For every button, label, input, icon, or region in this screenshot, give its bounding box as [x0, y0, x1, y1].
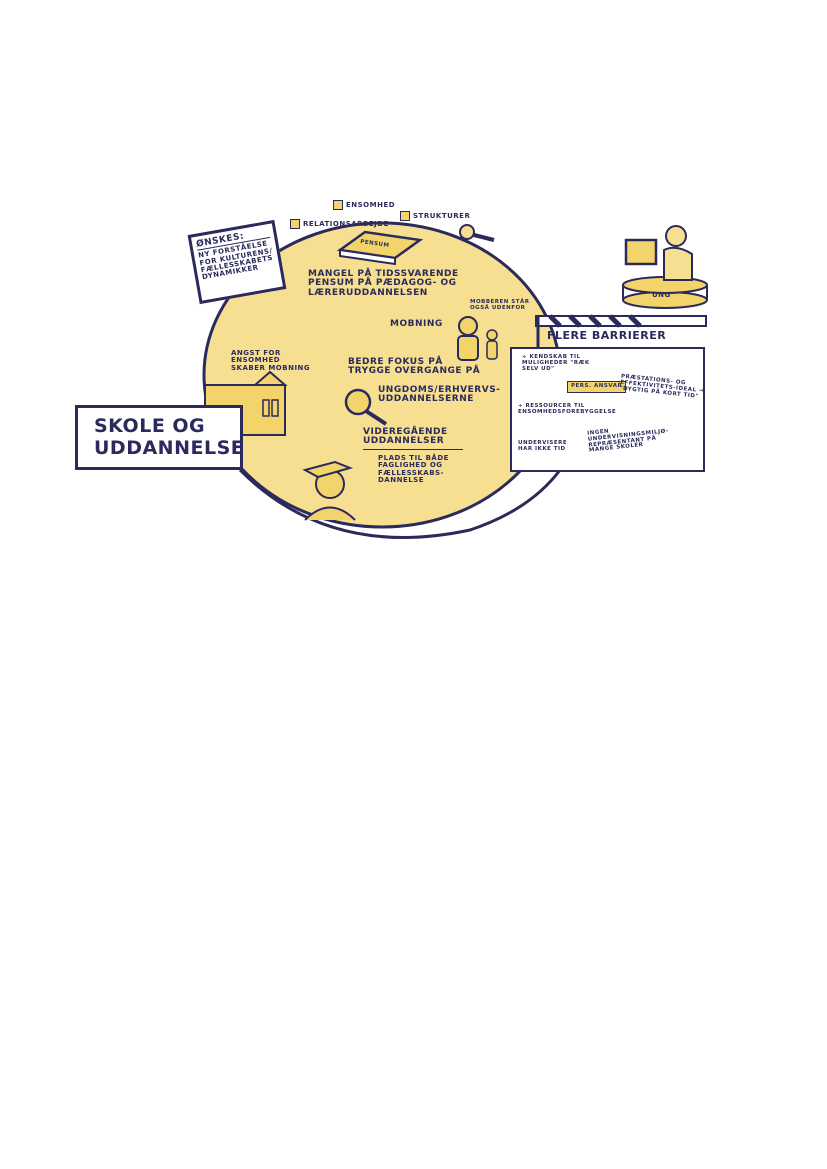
- kendskab-text: ÷ Kendskab til muligheder "ræk selv ud": [522, 354, 590, 372]
- circle-shadow-arc: [238, 468, 562, 539]
- magnifier-icon: [344, 388, 388, 426]
- ingen-text: Ingen undervisningsmiljø-repræsentant på…: [586, 428, 669, 454]
- ressourcer-text: ÷ Ressourcer til ensomhedsforebyggelse: [518, 403, 617, 415]
- legend-item-relationsarbejde: Relationsarbejde: [290, 219, 389, 229]
- plads-text: Plads til både faglighed og fællesskabs-…: [378, 454, 449, 485]
- mobning-text: Mobning: [390, 319, 443, 329]
- legend-swatch: [400, 211, 410, 221]
- barrier-gate-icon: [535, 314, 707, 350]
- videregaende-text: Videregående uddannelser: [363, 427, 463, 450]
- praestation-text: Præstations- og effektivitets-ideal → "d…: [619, 373, 705, 400]
- bedre-fokus-text: Bedre fokus på trygge overgange på: [348, 357, 481, 377]
- legend-swatch: [290, 219, 300, 229]
- legend-label: Relationsarbejde: [303, 220, 389, 228]
- barrierer-box: ÷ Kendskab til muligheder "ræk selv ud" …: [510, 347, 705, 472]
- ungdoms-text: ungdoms/erhvervs-uddannelserne: [378, 385, 501, 405]
- magnifier-icon: [459, 224, 495, 242]
- ung-label: UNG: [652, 291, 671, 299]
- title-box: Skole og uddannelse: [75, 405, 245, 470]
- mangel-text: Mangel på tidssvarende pensum på pædagog…: [308, 269, 459, 298]
- barrierer-title: Flere barrierer: [547, 329, 667, 342]
- legend-item-ensomhed: Ensomhed: [333, 200, 395, 210]
- mobberen-text: Mobberen står også udenfor: [470, 299, 530, 311]
- person-icon: [457, 316, 498, 361]
- pers-ansvar-tag: Pers. ansvar: [567, 381, 627, 393]
- undervisere-text: Undervisere har ikke tid: [518, 440, 568, 452]
- page-title: Skole og uddannelse: [94, 415, 245, 459]
- legend-label: Strukturer: [413, 212, 471, 220]
- legend-item-strukturer: Strukturer: [400, 211, 470, 221]
- book-icon: [336, 230, 424, 266]
- graduate-icon: [302, 460, 356, 521]
- legend-label: Ensomhed: [346, 201, 396, 209]
- angst-text: Angst for ensomhed skaber mobning: [231, 349, 311, 372]
- person-at-desk-icon: [622, 225, 708, 309]
- legend-swatch: [333, 200, 343, 210]
